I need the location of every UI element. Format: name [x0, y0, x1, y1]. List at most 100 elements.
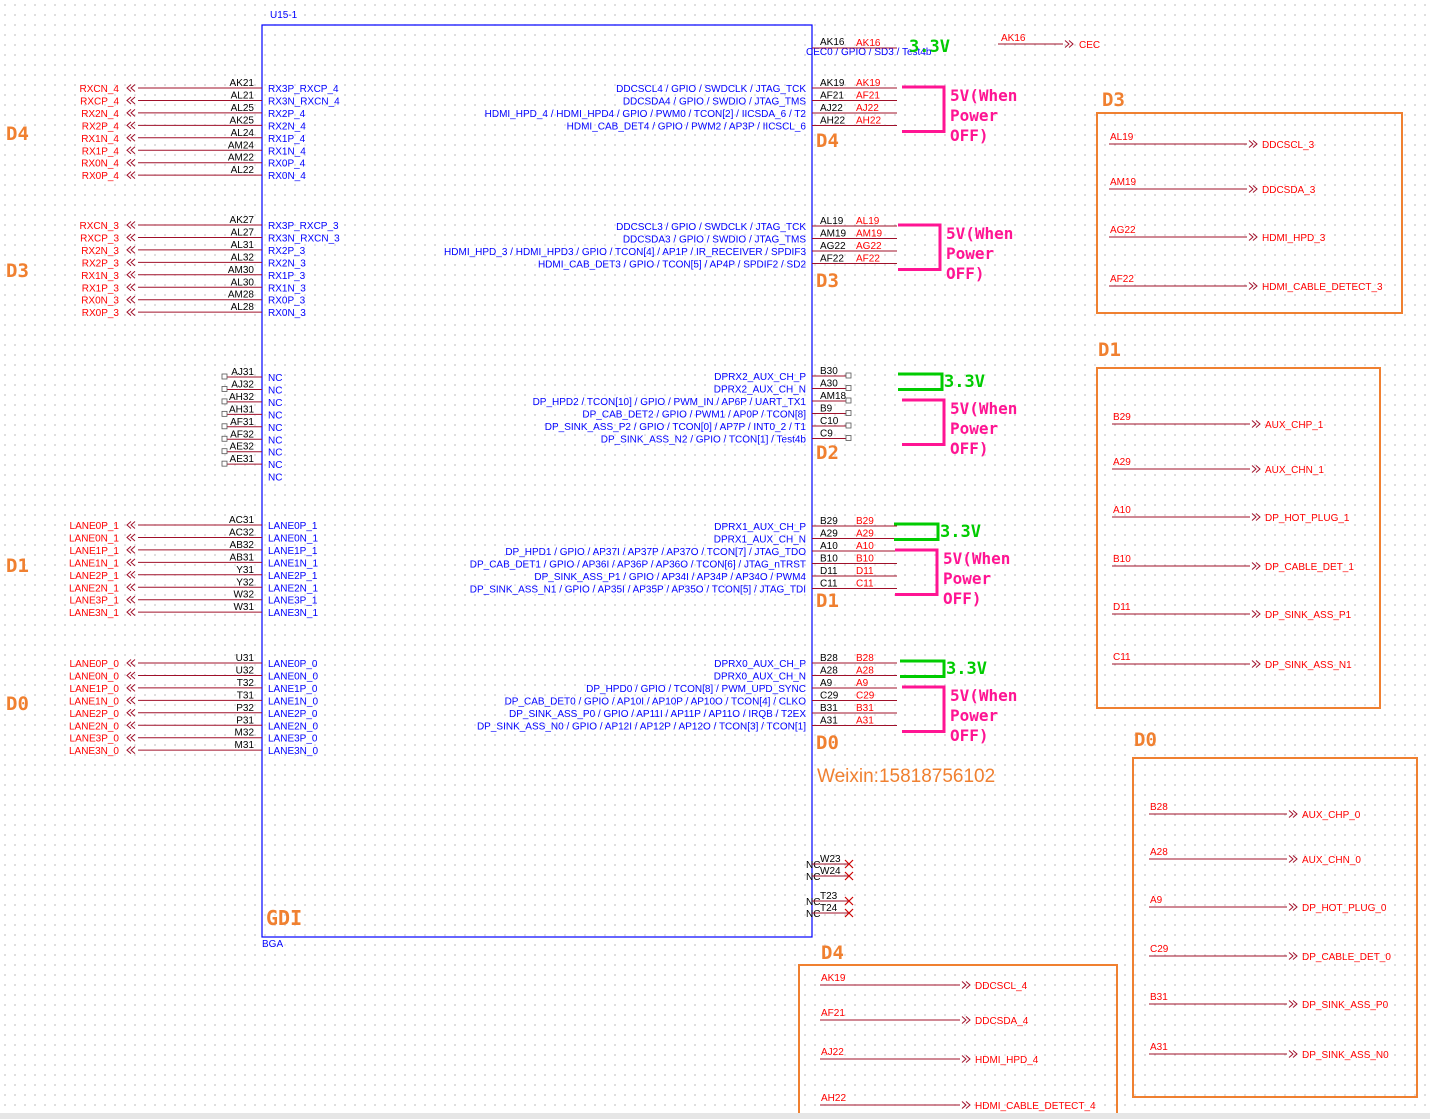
- pin-number-ak25: AK25: [230, 115, 255, 126]
- input-port-chevron: [126, 583, 136, 592]
- pin-number-t31: T31: [237, 690, 255, 701]
- port-group-title-d1: D1: [1098, 339, 1121, 361]
- pin-number-a28: A28: [820, 666, 838, 677]
- chip-body: [261, 24, 813, 938]
- no-connect-cross: [844, 908, 854, 918]
- chevron: [126, 96, 132, 105]
- output-port-chevron: [1288, 1000, 1298, 1008]
- pin-number-t24: T24: [820, 903, 838, 914]
- pin-name-dprx1-aux-ch-n: DPRX1_AUX_CH_N: [714, 535, 806, 546]
- chevron: [126, 233, 132, 242]
- net-label-a31: A31: [856, 716, 874, 727]
- port-label-hdmi-cable-detect-4: HDMI_CABLE_DETECT_4: [975, 1101, 1096, 1112]
- port-label-ddcsda-3: DDCSDA_3: [1262, 185, 1316, 196]
- net-label-rx0n-4: RX0N_4: [81, 159, 119, 170]
- chevron: [1292, 855, 1298, 863]
- chevron: [126, 558, 132, 567]
- chevron: [126, 121, 132, 130]
- pin-number-af22: AF22: [820, 254, 844, 265]
- net-label-lane3n-0: LANE3N_0: [69, 746, 119, 757]
- port-label-cec: CEC: [1079, 40, 1100, 51]
- pin-name-dp-cab-det2: DP_CAB_DET2 / GPIO / PWM1 / AP0P / TCON[…: [582, 410, 806, 421]
- chevron: [1068, 40, 1074, 48]
- chevron: [130, 546, 136, 554]
- pin-number-m31: M31: [235, 740, 255, 751]
- chevron: [1288, 1000, 1294, 1008]
- nc-terminator: [845, 410, 852, 416]
- chevron: [130, 583, 136, 592]
- chevron: [130, 246, 136, 254]
- pin-name-rx3n-rxcn-4: RX3N_RXCN_4: [268, 96, 340, 107]
- pin-name-rx3p-rxcp-4: RX3P_RXCP_4: [268, 84, 339, 95]
- output-port-chevron: [961, 1101, 971, 1109]
- voltage-bracket-3v3: [894, 522, 940, 541]
- net-label-lane3p-0: LANE3P_0: [70, 734, 120, 745]
- chevron: [1288, 952, 1294, 960]
- watermark-text: Weixin:15818756102: [817, 766, 995, 787]
- net-label-af21: AF21: [856, 91, 880, 102]
- pin-number-al24: AL24: [231, 128, 255, 139]
- voltage-label-5v-line: 5V(When: [950, 86, 1017, 105]
- pin-number-p31: P31: [236, 715, 254, 726]
- chevron: [130, 96, 136, 105]
- chevron: [1252, 185, 1258, 193]
- pin-name-dprx0-aux-ch-p: DPRX0_AUX_CH_P: [714, 659, 806, 670]
- input-port-chevron: [126, 221, 136, 229]
- input-port-chevron: [126, 84, 136, 92]
- pin-name-rx1p-3: RX1P_3: [268, 271, 306, 282]
- pin-number-al32: AL32: [231, 252, 255, 263]
- chip-package: BGA: [262, 939, 283, 950]
- port-net-b29: B29: [1113, 412, 1131, 423]
- port-net-af21: AF21: [821, 1008, 845, 1019]
- net-label-rx2p-4: RX2P_4: [82, 121, 120, 132]
- voltage-bracket-5v: [902, 685, 946, 733]
- input-port-chevron: [126, 708, 136, 717]
- chip-designator: U15-1: [270, 10, 298, 21]
- chevron: [126, 146, 132, 155]
- pin-name-hdmi-cab-det4: HDMI_CAB_DET4 / GPIO / PWM2 / AP3P / IIC…: [567, 122, 807, 133]
- port-net-al19: AL19: [1110, 132, 1134, 143]
- chevron: [130, 721, 136, 730]
- net-label-c29: C29: [856, 691, 875, 702]
- pin-name-lane1p-1: LANE1P_1: [268, 546, 318, 557]
- pin-name-lane0p-0: LANE0P_0: [268, 659, 318, 670]
- net-label-rx0p-4: RX0P_4: [82, 171, 120, 182]
- chevron: [1255, 513, 1261, 521]
- voltage-label-5v-line: OFF): [946, 264, 985, 283]
- pin-name-lane0n-0: LANE0N_0: [268, 671, 318, 682]
- net-label-rx1p-4: RX1P_4: [82, 146, 120, 157]
- pin-number-b28: B28: [820, 653, 838, 664]
- nc-terminator: [221, 423, 228, 430]
- chevron: [126, 258, 132, 267]
- port-net-a29: A29: [1113, 457, 1131, 468]
- net-label-rxcp-3: RXCP_3: [80, 233, 119, 244]
- chevron: [965, 1101, 971, 1109]
- chevron: [1288, 1050, 1294, 1058]
- pin-number-w32: W32: [233, 590, 254, 601]
- pin-number-m32: M32: [235, 728, 255, 739]
- pin-number-y32: Y32: [236, 577, 254, 588]
- chevron: [130, 109, 136, 117]
- pin-name-lane2p-0: LANE2P_0: [268, 709, 318, 720]
- chevron: [126, 109, 132, 117]
- pin-number-al25: AL25: [231, 103, 255, 114]
- port-label-aux-chn-0: AUX_CHN_0: [1302, 855, 1361, 866]
- chevron: [130, 733, 136, 742]
- pin-name-dp-hpd2: DP_HPD2 / TCON[10] / GPIO / PWM_IN / AP6…: [533, 397, 807, 408]
- net-label-rx1n-4: RX1N_4: [81, 134, 119, 145]
- voltage-label-5v-line: Power: [950, 106, 998, 125]
- chevron: [130, 133, 136, 142]
- chevron: [126, 84, 132, 92]
- pin-number-c10: C10: [820, 416, 839, 427]
- pin-name-dp-sink-ass-n1: DP_SINK_ASS_N1 / GPIO / AP35I / AP35P / …: [470, 585, 806, 596]
- pin-number-am24: AM24: [228, 140, 255, 151]
- net-label-rxcn-4: RXCN_4: [80, 84, 120, 95]
- pin-number-u32: U32: [236, 665, 255, 676]
- chevron: [126, 521, 132, 529]
- chevron: [1248, 185, 1254, 193]
- chevron: [130, 659, 136, 667]
- pin-number-ae32: AE32: [230, 442, 255, 453]
- port-group-title-d4: D4: [821, 942, 844, 964]
- pin-name-rx3p-rxcp-3: RX3P_RXCP_3: [268, 221, 339, 232]
- pin-number-a29: A29: [820, 529, 838, 540]
